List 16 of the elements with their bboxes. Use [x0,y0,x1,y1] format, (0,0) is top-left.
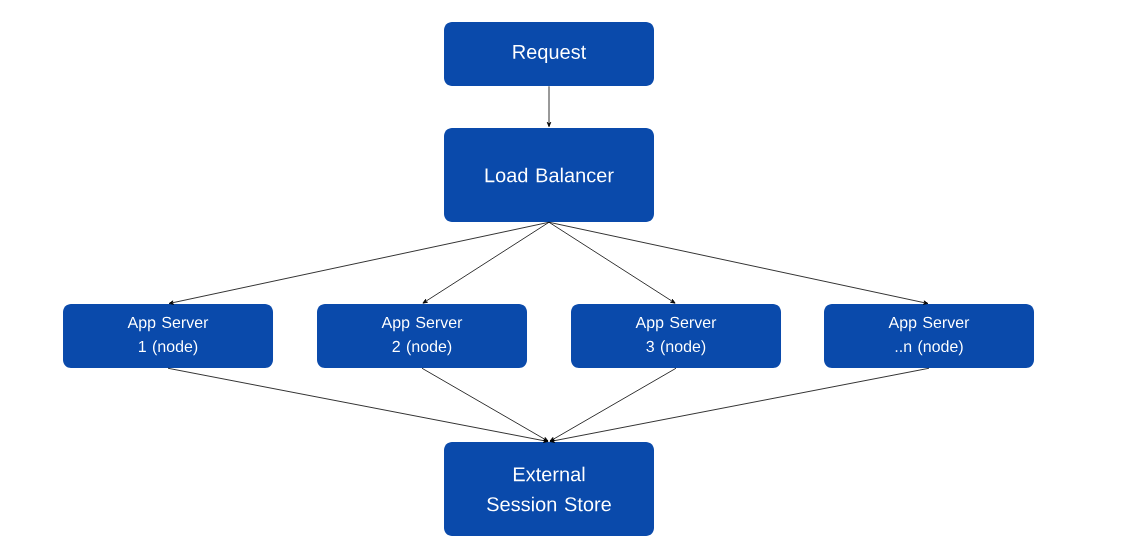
arrow [167,367,549,443]
arrow [549,367,930,443]
arrow [422,221,550,304]
arrow [548,221,929,305]
process-box: Request [444,22,654,86]
process-box: Load Balancer [444,128,654,222]
arrow [548,221,676,304]
arrow [546,85,552,128]
process-box: App Server ..n (node) [824,304,1034,368]
arrow [549,367,677,442]
process-box: App Server 2 (node) [317,304,527,368]
process-box: App Server 3 (node) [571,304,781,368]
process-box: App Server 1 (node) [63,304,273,368]
arrow [168,221,550,305]
process-box: External Session Store [444,442,654,536]
arrow [421,367,549,442]
